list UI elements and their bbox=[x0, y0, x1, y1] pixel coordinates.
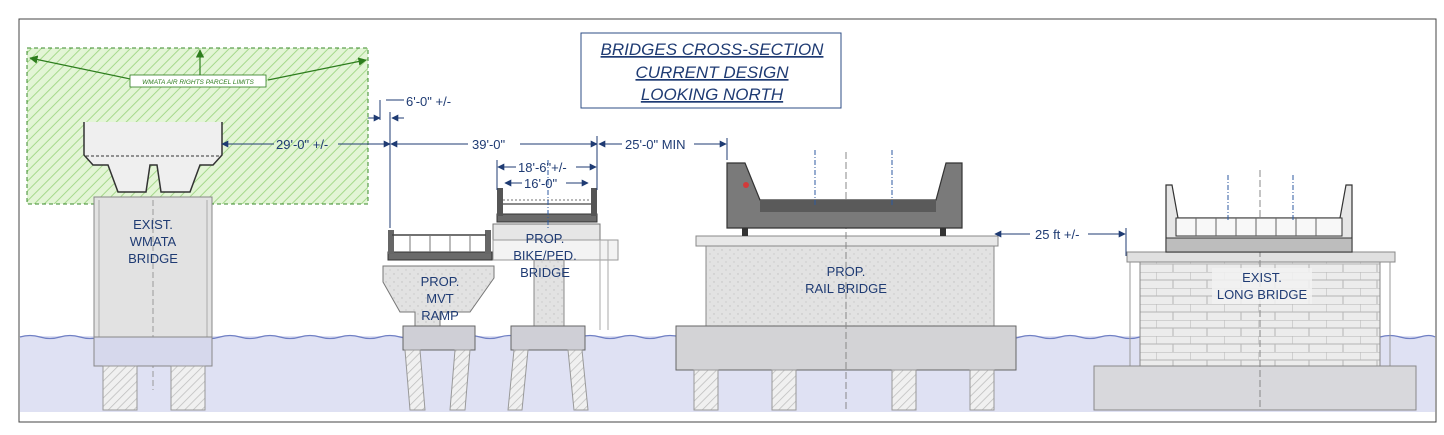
dim-25min: 25'-0" MIN bbox=[625, 137, 686, 152]
rail-label-1: PROP. bbox=[827, 264, 866, 279]
dim-39ft: 39'-0" bbox=[472, 137, 506, 152]
rail-label-2: RAIL BRIDGE bbox=[805, 281, 887, 296]
wmata-bridge: EXIST. WMATA BRIDGE bbox=[83, 122, 223, 411]
bike-label-2: BIKE/PED. bbox=[513, 248, 577, 263]
title-line-3: LOOKING NORTH bbox=[641, 85, 784, 104]
mvt-ramp: PROP. MVT RAMP bbox=[382, 230, 495, 411]
dim-18ft6: 18'-6"+/- bbox=[518, 160, 567, 175]
long-bridge: EXIST. LONG BRIDGE bbox=[1093, 170, 1417, 411]
rail-bridge: PROP. RAIL BRIDGE bbox=[675, 150, 1017, 411]
wmata-label-3: BRIDGE bbox=[128, 251, 178, 266]
mvt-label-3: RAMP bbox=[421, 308, 459, 323]
air-rights-label: WMATA AIR RIGHTS PARCEL LIMITS bbox=[142, 79, 254, 86]
mvt-label-1: PROP. bbox=[421, 274, 460, 289]
long-label-2: LONG BRIDGE bbox=[1217, 287, 1308, 302]
diagram-frame bbox=[18, 18, 1437, 423]
bike-label-3: BRIDGE bbox=[520, 265, 570, 280]
title-line-1: BRIDGES CROSS-SECTION bbox=[601, 40, 825, 59]
bike-ped-bridge: PROP. BIKE/PED. BRIDGE bbox=[492, 160, 619, 411]
dim-16ft: 16'-0" bbox=[524, 176, 558, 191]
dimension-lines: 6'-0" +/- 29'-0" +/- 39'-0" 25'-0" MIN 1… bbox=[221, 94, 1127, 256]
title-line-2: CURRENT DESIGN bbox=[635, 63, 789, 82]
mvt-label-2: MVT bbox=[426, 291, 454, 306]
wmata-label-2: WMATA bbox=[130, 234, 177, 249]
title-block: BRIDGES CROSS-SECTION CURRENT DESIGN LOO… bbox=[580, 32, 842, 109]
dim-29ft: 29'-0" +/- bbox=[276, 137, 328, 152]
long-label-1: EXIST. bbox=[1242, 270, 1282, 285]
dim-6ft: 6'-0" +/- bbox=[406, 94, 451, 109]
wmata-label-1: EXIST. bbox=[133, 217, 173, 232]
dim-25ft: 25 ft +/- bbox=[1035, 227, 1079, 242]
bike-label-1: PROP. bbox=[526, 231, 565, 246]
